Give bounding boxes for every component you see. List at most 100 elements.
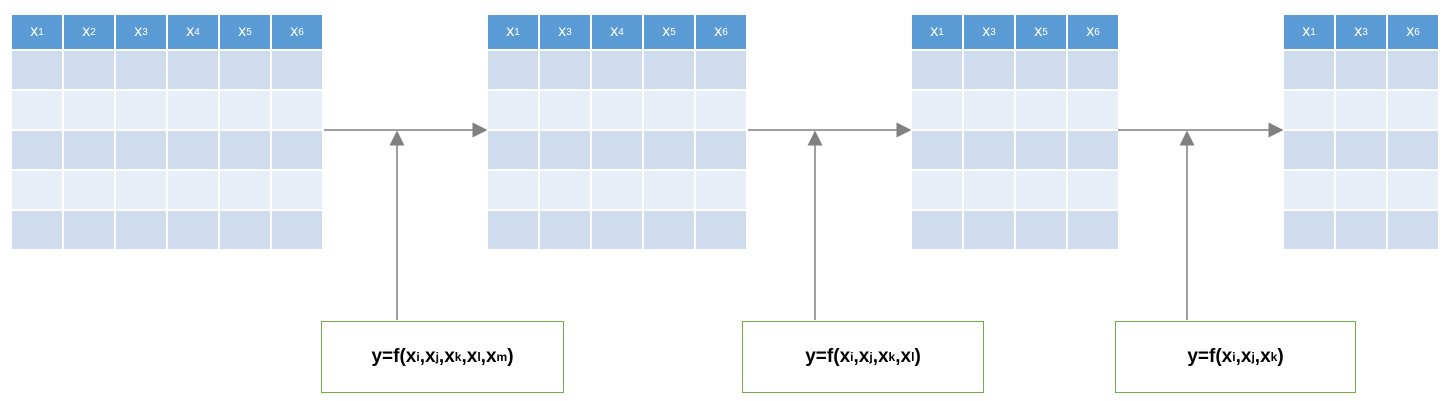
table-cell [540,131,590,169]
table-cell [488,91,538,129]
table-cell [12,171,62,209]
table-cell [1284,211,1334,249]
table-cell [912,131,962,169]
table-cell [272,51,322,89]
table-cell [912,171,962,209]
function-prefix: y=f( [805,346,840,367]
function-arg: i [850,350,854,364]
table-cell [644,211,694,249]
table-cell [272,91,322,129]
table-cell [1068,171,1118,209]
function-prefix: y=f( [1187,346,1222,367]
table-cell [912,211,962,249]
table-cell [1388,131,1438,169]
table-cell [116,91,166,129]
table-cell [12,91,62,129]
table-cell [168,171,218,209]
table-cell [540,211,590,249]
table-cell [64,91,114,129]
table-cell [1016,91,1066,129]
function-suffix: ) [507,346,514,367]
table-cell [488,171,538,209]
table-cell [1388,211,1438,249]
table-cell [1388,91,1438,129]
function-arg: j [869,350,873,364]
function-arg: k [454,350,462,364]
table-cell [168,91,218,129]
table-cell [696,211,746,249]
table-cell [116,171,166,209]
table-cell [220,211,270,249]
table-cell [64,131,114,169]
table-cell [272,131,322,169]
table-cell [696,131,746,169]
table-cell [964,171,1014,209]
table-cell [1068,211,1118,249]
table-cell [1016,51,1066,89]
table-cell [1284,91,1334,129]
function-arg: k [888,350,896,364]
table-cell [964,211,1014,249]
function-arg: m [496,350,508,364]
table-cell [220,131,270,169]
table-cell [272,211,322,249]
table-cell [1336,51,1386,89]
table-cell [964,51,1014,89]
table-cell [1068,91,1118,129]
table-cell [1284,171,1334,209]
table-cell [1068,51,1118,89]
table-cell [592,91,642,129]
table-cell [592,51,642,89]
table-cell [1284,51,1334,89]
function-arg: i [416,350,420,364]
table-cell [12,211,62,249]
table-cell [1388,171,1438,209]
table-cell [912,91,962,129]
table-cell [220,171,270,209]
table-cell [1336,91,1386,129]
table-cell [116,131,166,169]
table-cell [592,131,642,169]
table-cell [540,171,590,209]
table-cell [168,131,218,169]
table-cell [220,91,270,129]
table-cell [644,91,694,129]
table-cell [488,211,538,249]
table-cell [592,211,642,249]
table-cell [64,171,114,209]
table-cell [1284,131,1334,169]
table-cell [1068,131,1118,169]
function-arg: j [1251,350,1255,364]
table-cell [644,171,694,209]
function-arg: l [911,350,915,364]
function-prefix: y=f( [371,346,406,367]
function-suffix: ) [1277,346,1284,367]
table-cell [488,131,538,169]
function-arg: j [435,350,439,364]
table-cell [1016,171,1066,209]
function-suffix: ) [914,346,921,367]
table-cell [1336,171,1386,209]
table-cell [168,211,218,249]
table-cell [272,171,322,209]
table-cell [696,51,746,89]
table-cell [644,131,694,169]
table-cell [116,211,166,249]
table-cell [12,131,62,169]
